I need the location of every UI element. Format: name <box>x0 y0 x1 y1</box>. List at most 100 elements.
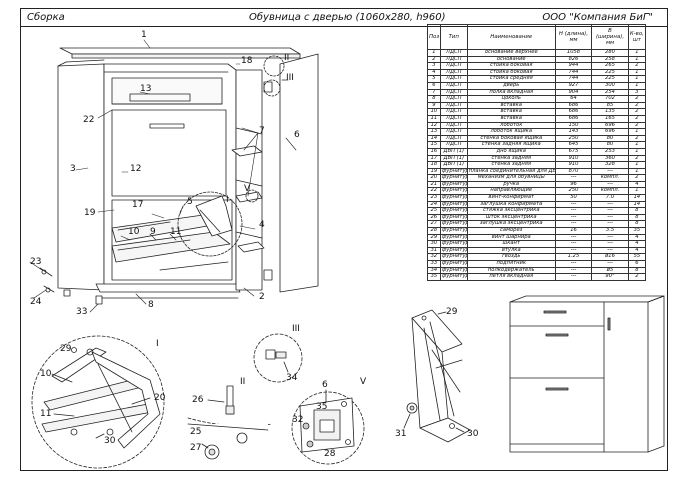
cell-qty: 2 <box>627 154 647 163</box>
cell-width: --- <box>591 180 629 189</box>
cell-width: ø5 <box>591 266 629 275</box>
cell-length: --- <box>554 260 593 268</box>
cell-pos: 5 <box>427 75 441 83</box>
detail-I-marker <box>177 191 243 257</box>
cell-width: 300 <box>591 81 629 90</box>
cell-name: дверь <box>466 81 556 90</box>
product-title: Обувница с дверью (1060х280, h960) <box>249 12 446 23</box>
door-panel <box>263 53 319 293</box>
cell-qty: 1 <box>627 141 647 149</box>
cell-pos: 6 <box>427 81 441 90</box>
cell-pos: 21 <box>427 180 441 189</box>
cell-length: --- <box>554 174 593 182</box>
table-row: 25фурнитурастяжка эксцентрика------8 <box>427 207 647 215</box>
callout-4: 4 <box>259 220 265 230</box>
cell-qty: 1 <box>627 49 647 57</box>
cell-name: саморез <box>466 227 556 235</box>
table-row: 31фурнитуравтулка------4 <box>427 246 647 255</box>
callout-23: 23 <box>30 257 42 267</box>
cell-width: 360 <box>591 154 629 163</box>
cell-width: --- <box>591 207 629 215</box>
cell-name: вставка <box>466 108 556 116</box>
top-panel <box>59 47 301 59</box>
mechanism-callout-31: 31 <box>395 429 407 439</box>
callout-13: 13 <box>140 84 152 94</box>
cell-pos: 29 <box>427 233 441 242</box>
cell-name: стенка задняя <box>466 154 556 163</box>
cell-name: основание <box>466 55 556 64</box>
callout-5: 5 <box>187 197 193 207</box>
cell-qty: 2 <box>627 273 647 281</box>
left-side-panel <box>57 59 105 291</box>
cell-qty: 8 <box>627 220 647 229</box>
cell-width: ø16 <box>591 253 629 261</box>
cell-pos: 2 <box>427 55 441 64</box>
detail-I-callout-11: 11 <box>40 409 52 419</box>
cell-name: стойка боковая <box>466 68 556 77</box>
cell-type: фурнитура <box>439 200 468 209</box>
mechanism-callout-29: 29 <box>446 307 458 317</box>
cell-type: фурнитура <box>439 246 468 255</box>
cell-width: 165 <box>591 114 629 123</box>
cell-type: фурнитура <box>439 220 468 229</box>
cell-width: 90° <box>591 273 629 281</box>
callout-17: 17 <box>132 200 144 210</box>
cell-pos: 23 <box>427 194 441 202</box>
detail-I-callout-10: 10 <box>40 369 52 379</box>
cell-length: --- <box>554 266 593 275</box>
cell-type: фурнитура <box>439 187 468 196</box>
table-row: 35фурнитурапетля вкладная---90°2 <box>427 273 647 281</box>
cell-type: ЛДСП <box>439 141 468 149</box>
cell-length: --- <box>554 200 593 209</box>
cell-pos: 7 <box>427 88 441 97</box>
callout-1: 1 <box>141 30 147 40</box>
cell-width: --- <box>591 167 629 176</box>
table-row: 34фурнитураполкодержатель---ø58 <box>427 266 647 275</box>
detail-II-callout-27: 27 <box>190 443 202 453</box>
cell-name: шкант <box>466 240 556 248</box>
cell-pos: 9 <box>427 101 441 110</box>
cell-pos: 19 <box>427 167 441 176</box>
col-length: Н (длина), мм <box>554 24 593 50</box>
cell-name: полкодержатель <box>466 266 556 275</box>
cell-width: 80 <box>591 134 629 143</box>
cell-pos: 15 <box>427 141 441 149</box>
cell-qty: 6 <box>627 260 647 268</box>
cell-pos: 24 <box>427 200 441 209</box>
section-title: Сборка <box>27 12 65 23</box>
cell-length: 826 <box>554 55 593 64</box>
cell-length: 1.25 <box>554 253 593 261</box>
cell-name: винт шарнира <box>466 233 556 242</box>
cell-name: винт-конфирмат <box>466 194 556 202</box>
cell-type: ЛДСП <box>439 88 468 97</box>
cell-length: --- <box>554 220 593 229</box>
cell-width: 7.0 <box>591 194 629 202</box>
table-row: 24фурнитуразаглушка конфирмата------14 <box>427 200 647 209</box>
cell-width: --- <box>591 233 629 242</box>
cell-length: 686 <box>554 108 593 116</box>
cell-width: --- <box>591 260 629 268</box>
cell-qty: 1 <box>627 167 647 176</box>
cell-type: ЛДСП <box>439 55 468 64</box>
cell-type: фурнитура <box>439 253 468 261</box>
cell-pos: 30 <box>427 240 441 248</box>
cell-qty: 2 <box>627 108 647 116</box>
detail-V-marker <box>245 189 259 203</box>
cell-pos: 25 <box>427 207 441 215</box>
cell-qty: 8 <box>627 266 647 275</box>
cell-length: --- <box>554 246 593 255</box>
cell-pos: 34 <box>427 266 441 275</box>
cell-pos: 26 <box>427 213 441 222</box>
cell-qty: 8 <box>627 213 647 222</box>
cell-pos: 31 <box>427 246 441 255</box>
cell-pos: 16 <box>427 147 441 156</box>
cell-length: 686 <box>554 101 593 110</box>
cell-name: втулка <box>466 246 556 255</box>
